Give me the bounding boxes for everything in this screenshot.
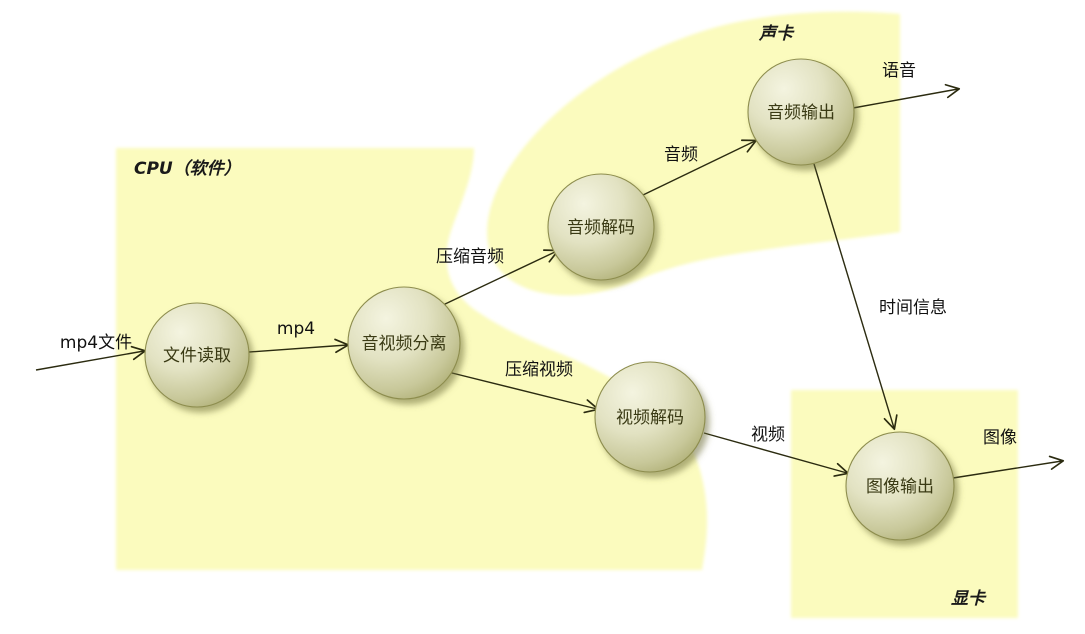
region-label-graphics-card: 显卡 — [951, 589, 987, 609]
edge-input-to-file-read-line — [35, 345, 147, 371]
node-audio-decode-label: 音频解码 — [567, 218, 635, 238]
nodes: 文件读取 音视频分离 音频解码 音频输出 视频解码 图像输出 — [144, 58, 955, 541]
edge-label-voice: 语音 — [882, 61, 916, 81]
edge-label-mp4-file: mp4文件 — [60, 333, 132, 353]
edge-audio-output-to-speaker-line — [852, 83, 961, 109]
edge-demux-to-video-decode-line — [443, 370, 600, 414]
edge-file-read-to-demux-line — [248, 338, 350, 354]
edge-image-output-to-display-line — [952, 455, 1065, 479]
edge-label-audio: 音频 — [664, 145, 698, 165]
node-av-demux-circle[interactable] — [347, 286, 461, 400]
node-image-output-label: 图像输出 — [866, 477, 934, 497]
edge-label-compressed-audio: 压缩音频 — [436, 247, 504, 267]
edge-label-mp4: mp4 — [277, 319, 315, 339]
edge-label-compressed-video: 压缩视频 — [505, 360, 573, 380]
region-labels: CPU（软件） 声卡 显卡 — [134, 24, 987, 609]
node-video-decode-circle[interactable] — [594, 361, 706, 473]
node-audio-decode[interactable]: 音频解码 — [547, 173, 655, 281]
edge-label-video: 视频 — [751, 425, 785, 445]
edge-video-decode-to-image-line — [703, 432, 850, 477]
region-label-cpu: CPU（软件） — [134, 159, 241, 179]
node-image-output-circle[interactable] — [845, 431, 955, 541]
node-audio-decode-circle[interactable] — [547, 173, 655, 281]
node-video-decode-label: 视频解码 — [616, 408, 684, 428]
node-audio-output-label: 音频输出 — [767, 103, 835, 123]
node-file-read-circle[interactable] — [144, 302, 250, 408]
node-av-demux[interactable]: 音视频分离 — [347, 286, 461, 400]
node-file-read-label: 文件读取 — [163, 346, 231, 366]
region-label-sound-card: 声卡 — [758, 24, 795, 44]
edge-label-image: 图像 — [983, 428, 1017, 448]
node-video-decode[interactable]: 视频解码 — [594, 361, 706, 473]
edge-demux-to-audio-decode-line — [442, 249, 559, 306]
edge-labels: mp4文件 mp4 压缩音频 压缩视频 音频 语音 视频 时间信息 图像 — [60, 61, 1017, 448]
edge-label-time-info: 时间信息 — [879, 298, 947, 318]
node-av-demux-label: 音视频分离 — [362, 334, 447, 354]
node-audio-output[interactable]: 音频输出 — [747, 58, 855, 166]
node-image-output[interactable]: 图像输出 — [845, 431, 955, 541]
edge-lines — [35, 83, 1065, 479]
node-file-read[interactable]: 文件读取 — [144, 302, 250, 408]
edge-audio-decode-to-output-line — [642, 139, 757, 196]
node-audio-output-circle[interactable] — [747, 58, 855, 166]
edge-audio-output-to-image-line — [813, 163, 898, 431]
